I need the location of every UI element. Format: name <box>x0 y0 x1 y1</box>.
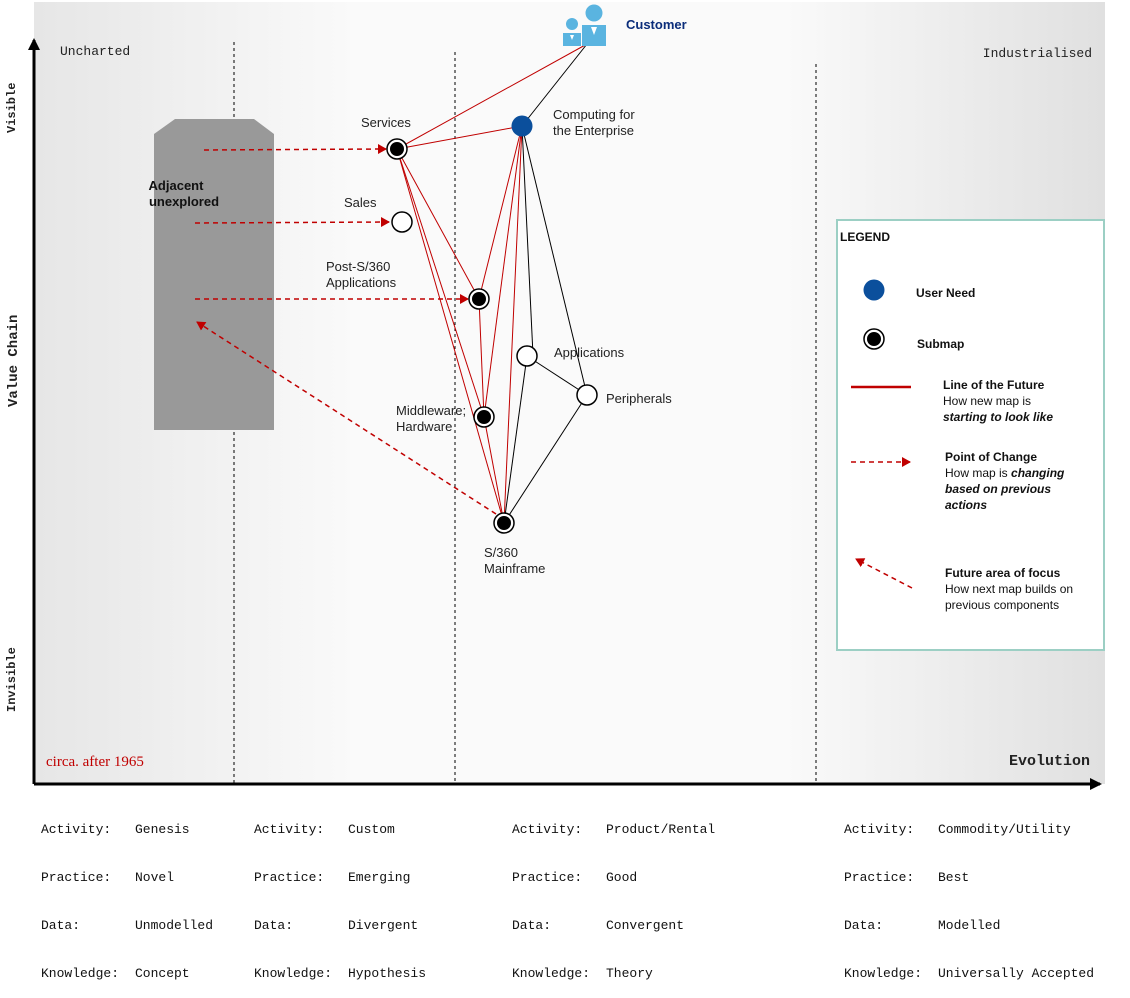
legend-point-change-title: Point of Change <box>945 450 1037 464</box>
future-services-computing <box>396 125 523 150</box>
stage-genesis-knowledge: Concept <box>135 966 190 981</box>
legend-submap-label: Submap <box>917 337 964 351</box>
stage-product-activity: Product/Rental <box>606 822 716 837</box>
future-computing-mainframe <box>503 125 523 524</box>
stage-product: Activity:Product/Rental Practice:Good Da… <box>512 822 716 981</box>
future-services-customer <box>396 43 588 150</box>
link-computing-applications <box>521 125 534 356</box>
node-middleware <box>473 406 495 428</box>
customer-icon <box>563 4 606 46</box>
stage-genesis-practice: Novel <box>135 870 175 885</box>
points-of-change <box>194 144 497 515</box>
stage-product-data: Convergent <box>606 918 685 933</box>
label-evolution: Evolution <box>1009 753 1090 770</box>
link-applications-mainframe <box>503 355 528 524</box>
legend-point-change-desc3: actions <box>945 498 987 512</box>
change-to-services <box>203 144 387 155</box>
stage-genesis-data: Unmodelled <box>135 918 214 933</box>
future-services-post360 <box>396 148 480 300</box>
link-peripherals-mainframe <box>503 394 588 524</box>
node-peripherals <box>576 384 598 406</box>
customer-label: Customer <box>626 17 687 32</box>
stage-product-knowledge: Theory <box>606 966 653 981</box>
label-sales: Sales <box>344 195 377 210</box>
node-computing-enterprise <box>511 115 533 137</box>
label-post360-1: Post-S/360 <box>326 259 390 274</box>
future-post360-middleware <box>478 298 485 418</box>
label-middleware-2: Hardware <box>396 419 452 434</box>
node-post-s360 <box>468 288 490 310</box>
stage-commodity-practice: Best <box>938 870 970 885</box>
link-applications-peripherals <box>526 355 588 396</box>
link-computing-peripherals <box>521 125 588 396</box>
label-industrialised: Industrialised <box>983 46 1092 61</box>
legend-future-focus-symbol <box>855 558 913 589</box>
stage-commodity: Activity:Commodity/Utility Practice:Best… <box>844 822 1095 981</box>
label-middleware-1: Middleware; <box>396 403 466 418</box>
stage-genesis: Activity:Genesis Practice:Novel Data:Unm… <box>41 822 214 981</box>
stage-custom-activity: Custom <box>348 822 395 837</box>
legend-point-change-desc2: based on previous <box>945 482 1051 496</box>
future-computing-post360 <box>478 125 523 300</box>
legend-future-line-title: Line of the Future <box>943 378 1045 392</box>
node-services <box>386 138 408 160</box>
legend: LEGEND User Need Submap Line of the Futu… <box>836 219 1105 651</box>
stage-dividers <box>233 42 817 784</box>
stage-commodity-data: Modelled <box>938 918 1001 933</box>
node-applications <box>516 345 538 367</box>
legend-future-focus-desc2: previous components <box>945 598 1059 612</box>
legend-future-line-desc1: How new map is <box>943 394 1031 408</box>
stage-custom-practice: Emerging <box>348 870 411 885</box>
legend-user-need-symbol <box>863 279 885 301</box>
label-post360-2: Applications <box>326 275 397 290</box>
future-services-mainframe <box>396 148 505 524</box>
label-s360-1: S/360 <box>484 545 518 560</box>
label-services: Services <box>361 115 411 130</box>
legend-future-focus-title: Future area of focus <box>945 566 1061 580</box>
adjacent-line-1: Adjacent <box>149 178 205 193</box>
stage-commodity-activity: Commodity/Utility <box>938 822 1071 837</box>
stage-custom-knowledge: Hypothesis <box>348 966 427 981</box>
value-chain-links <box>503 43 588 524</box>
legend-title: LEGEND <box>840 230 890 244</box>
label-value-chain: Value Chain <box>6 315 22 407</box>
label-uncharted: Uncharted <box>60 44 130 59</box>
stage-commodity-knowledge: Universally Accepted <box>938 966 1095 981</box>
legend-future-focus-desc1: How next map builds on <box>945 582 1073 596</box>
stage-product-practice: Good <box>606 870 638 885</box>
stage-custom: Activity:Custom Practice:Emerging Data:D… <box>254 822 427 981</box>
legend-user-need-label: User Need <box>916 286 975 300</box>
component-nodes <box>386 115 598 534</box>
stage-genesis-activity: Genesis <box>135 822 190 837</box>
label-visible: Visible <box>5 83 19 133</box>
legend-future-line-desc2: starting to look like <box>943 410 1053 424</box>
node-sales <box>391 211 413 233</box>
link-computing-customer <box>521 43 588 127</box>
adjacent-unexplored-block <box>154 119 274 430</box>
label-peripherals: Peripherals <box>606 391 672 406</box>
future-computing-middleware <box>483 125 523 418</box>
wardley-map: Uncharted Industrialised Visible Invisib… <box>5 2 1105 790</box>
future-links <box>396 43 588 524</box>
future-services-middleware <box>396 148 485 418</box>
label-computing-1: Computing for <box>553 107 635 122</box>
label-invisible: Invisible <box>5 647 19 712</box>
adjacent-line-2: unexplored <box>149 194 219 209</box>
stage-custom-data: Divergent <box>348 918 419 933</box>
label-s360-2: Mainframe <box>484 561 545 576</box>
node-s360-mainframe <box>493 512 515 534</box>
label-date: circa. after 1965 <box>46 754 144 770</box>
label-computing-2: the Enterprise <box>553 123 634 138</box>
label-applications: Applications <box>554 345 625 360</box>
legend-point-change-desc1: How map is changing <box>945 466 1065 480</box>
future-middleware-mainframe <box>483 416 505 524</box>
